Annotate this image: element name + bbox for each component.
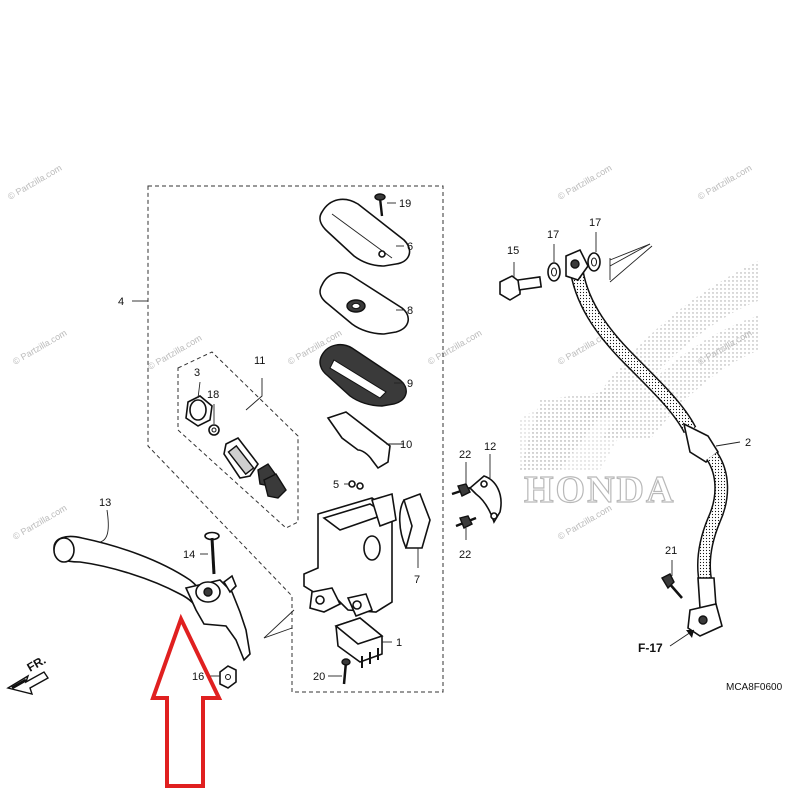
callout-18: 18 xyxy=(207,389,219,401)
front-direction-arrow: FR. xyxy=(6,653,50,695)
watermark-text: © Partzilla.com xyxy=(6,163,64,202)
watermark-text: © Partzilla.com xyxy=(556,163,614,202)
callout-13: 13 xyxy=(99,497,111,509)
cap-screw xyxy=(374,193,386,217)
small-screw xyxy=(348,480,364,490)
master-cylinder-body xyxy=(303,492,397,618)
clamp-bolt-upper xyxy=(451,483,471,497)
callout-22-upper: 22 xyxy=(459,449,471,461)
highlight-arrow xyxy=(150,613,223,788)
callout-6: 6 xyxy=(407,241,413,253)
callouts: 4 19 6 8 9 10 5 7 1 20 11 3 18 13 14 16 … xyxy=(99,198,751,683)
leader-lines xyxy=(99,202,741,677)
hose-bolt xyxy=(661,573,683,599)
honda-wing-logo xyxy=(520,260,760,470)
callout-2: 2 xyxy=(745,437,751,449)
front-direction-label: FR. xyxy=(25,653,49,675)
callout-16: 16 xyxy=(192,671,204,683)
callout-11: 11 xyxy=(254,355,265,367)
diaphragm xyxy=(319,343,407,407)
hose-clamp xyxy=(468,475,502,524)
callout-14: 14 xyxy=(183,549,195,561)
callout-12: 12 xyxy=(484,441,496,453)
brake-lever xyxy=(53,535,251,662)
page-reference: F-17 xyxy=(638,629,695,655)
callout-17-right: 17 xyxy=(589,217,601,229)
brake-light-switch xyxy=(334,617,384,685)
watermark-text: © Partzilla.com xyxy=(696,163,754,202)
watermark-text: © Partzilla.com xyxy=(11,503,69,542)
piston-set xyxy=(185,395,287,499)
watermark-text: © Partzilla.com xyxy=(146,333,204,372)
handlebar-holder xyxy=(398,492,431,549)
banjo-bolt xyxy=(499,275,543,301)
master-cylinder-assembly-outline xyxy=(147,185,444,693)
lever-pivot-bolt xyxy=(204,531,220,575)
sealing-washer-right xyxy=(587,252,601,272)
callout-20: 20 xyxy=(313,671,325,683)
callout-1: 1 xyxy=(396,637,402,649)
watermark-text: © Partzilla.com xyxy=(426,328,484,367)
callout-3: 3 xyxy=(194,367,200,379)
callout-8: 8 xyxy=(407,305,413,317)
watermark-text: © Partzilla.com xyxy=(11,328,69,367)
diaphragm-plate xyxy=(319,271,409,335)
brake-hose xyxy=(565,248,729,637)
float-plate xyxy=(326,411,391,470)
callout-19: 19 xyxy=(399,198,411,210)
callout-10: 10 xyxy=(400,439,412,451)
pivot-nut xyxy=(219,665,237,689)
sealing-washer-left xyxy=(547,262,561,282)
callout-4: 4 xyxy=(118,296,124,308)
honda-brand-text: HONDA xyxy=(524,469,675,511)
page-reference-label: F-17 xyxy=(638,641,663,655)
reservoir-cap xyxy=(319,198,411,267)
callout-5: 5 xyxy=(333,479,339,491)
callout-9: 9 xyxy=(407,378,413,390)
piston-set-outline xyxy=(177,351,299,529)
callout-22-lower: 22 xyxy=(459,549,471,561)
clamp-bolt-lower xyxy=(455,515,477,529)
callout-7: 7 xyxy=(414,574,420,586)
callout-17-left: 17 xyxy=(547,229,559,241)
callout-15: 15 xyxy=(507,245,519,257)
callout-21: 21 xyxy=(665,545,677,557)
diagram-code: MCA8F0600 xyxy=(726,682,783,693)
